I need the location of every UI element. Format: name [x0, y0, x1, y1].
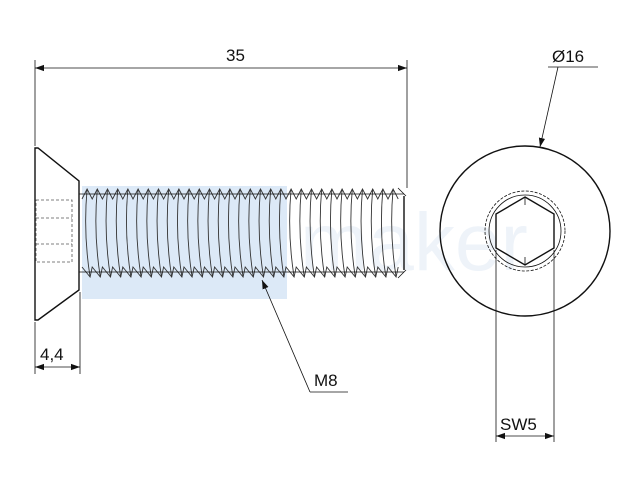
thread-crest-line: [156, 188, 162, 278]
thread-crest-line: [207, 188, 213, 278]
screw-head-outline: [34, 147, 80, 321]
socket-chamfer-circle-outer: [484, 190, 566, 272]
thread-crest-line: [238, 188, 244, 278]
head-height-label: 4,4: [40, 345, 64, 364]
thread-crest-line: [228, 188, 234, 278]
thread-leader-line: [261, 279, 311, 393]
thread-shank: [81, 188, 399, 279]
watermark: maker: [82, 186, 528, 299]
thread-crest-line: [166, 188, 173, 278]
thread-crest-line: [289, 188, 295, 278]
thread-crest-line: [217, 188, 224, 278]
thread-crest-line: [146, 188, 152, 278]
thread-crest-line: [126, 188, 132, 278]
thread-crest-line: [391, 188, 397, 278]
thread-crest-line: [115, 188, 122, 278]
thread-crest-line: [340, 188, 346, 278]
head-outer-circle: [439, 145, 611, 317]
thread-crest-line: [350, 188, 356, 278]
thread-crest-line: [95, 188, 101, 278]
socket-chamfer-circle-inner: [488, 194, 562, 268]
thread-crest-line: [85, 188, 91, 278]
thread-crest-line: [370, 188, 377, 278]
end-view: Ø16 SW5: [439, 47, 611, 442]
thread-crest-line: [187, 188, 193, 278]
thread-crest-line: [279, 188, 285, 278]
thread-crest-line: [309, 188, 315, 278]
thread-profile-bottom: [81, 265, 399, 279]
thread-crest-line: [381, 188, 387, 278]
thread-crest-line: [177, 188, 183, 278]
side-view: 35 4,4 M8: [34, 46, 408, 393]
thread-crest-line: [319, 188, 326, 278]
thread-label: M8: [314, 371, 338, 390]
thread-profile-top: [81, 188, 399, 200]
thread-crest-line: [258, 188, 264, 278]
hex-socket-label: SW5: [500, 415, 537, 434]
length-label: 35: [226, 46, 245, 65]
thread-crest-line: [136, 188, 142, 278]
thread-crest-line: [197, 188, 203, 278]
diameter-leader-line: [538, 66, 559, 148]
head-diameter-label: Ø16: [552, 47, 584, 66]
hex-socket-hidden: [35, 199, 73, 263]
thread-crest-line: [330, 188, 336, 278]
thread-crest-line: [360, 188, 366, 278]
thread-crest-line: [299, 188, 305, 278]
thread-crest-line: [105, 188, 111, 278]
watermark-block: [82, 186, 287, 299]
thread-crest-line: [268, 188, 275, 278]
thread-crest-line: [248, 188, 254, 278]
